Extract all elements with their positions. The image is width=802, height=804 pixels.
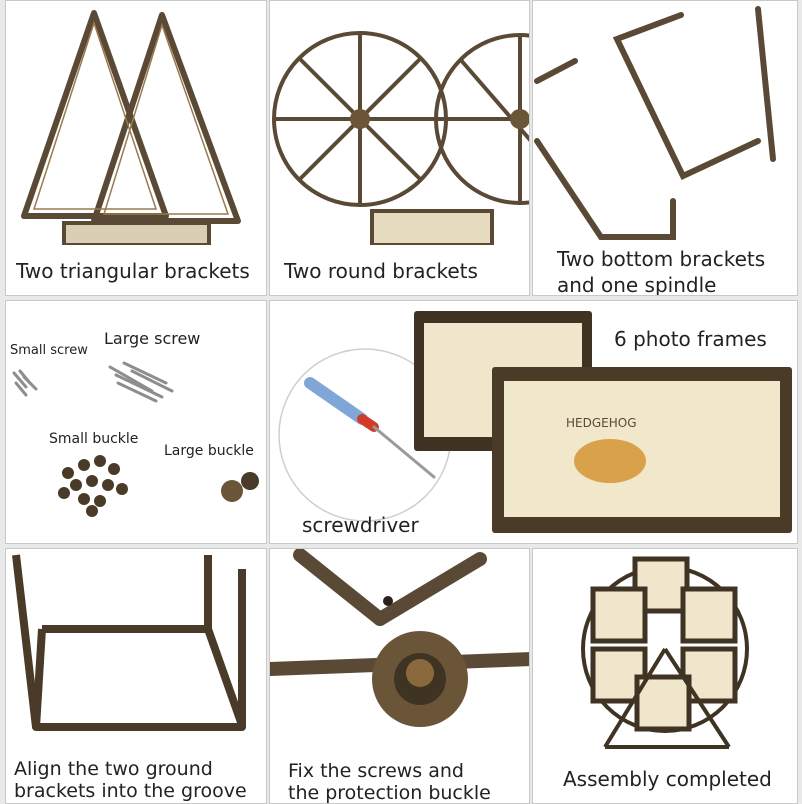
frames-screwdriver-illustration: HEDGEHOG <box>278 311 792 533</box>
caption-fix-line1: Fix the screws and <box>288 760 464 782</box>
panel-screws-buckles: Small screw Large screw Small buckle Lar… <box>5 300 267 544</box>
caption-align-line1: Align the two ground <box>14 758 213 780</box>
panel-fix-screws: Fix the screws and the protection buckle <box>269 548 530 804</box>
caption-bottom-brackets-line1: Two bottom brackets <box>557 247 766 271</box>
label-large-screw: Large screw <box>104 329 201 348</box>
align-brackets-illustration <box>12 554 246 731</box>
label-screwdriver: screwdriver <box>302 513 419 537</box>
panel-round-brackets: Two round brackets <box>269 0 530 296</box>
caption-triangular-brackets: Two triangular brackets <box>16 259 250 283</box>
label-small-screw: Small screw <box>10 343 88 358</box>
panel-triangular-brackets: Two triangular brackets <box>5 0 267 296</box>
screws-buckles-illustration <box>12 361 259 517</box>
caption-assembly-completed: Assembly completed <box>563 767 772 791</box>
panel-assembly-completed: Assembly completed <box>532 548 798 804</box>
label-large-buckle: Large buckle <box>164 443 254 459</box>
fix-screws-illustration <box>270 549 529 727</box>
label-photo-frames: 6 photo frames <box>614 327 767 351</box>
panel-align-brackets: Align the two ground brackets into the g… <box>5 548 267 804</box>
caption-align-line2: brackets into the groove <box>14 780 247 802</box>
panel-bottom-brackets: Two bottom brackets and one spindle <box>532 0 798 296</box>
label-small-buckle: Small buckle <box>49 431 139 447</box>
photo-label-hedgehog: HEDGEHOG <box>566 416 637 430</box>
bottom-brackets-illustration <box>534 6 776 240</box>
caption-bottom-brackets-line2: and one spindle <box>557 273 717 296</box>
caption-round-brackets: Two round brackets <box>284 259 478 283</box>
round-brackets-illustration <box>272 31 529 245</box>
caption-fix-line2: the protection buckle <box>288 782 491 804</box>
triangular-brackets-illustration <box>21 10 241 245</box>
panel-frames-screwdriver: HEDGEHOG 6 photo frames screwdriver <box>269 300 798 544</box>
assembled-wheel-illustration <box>581 556 749 749</box>
